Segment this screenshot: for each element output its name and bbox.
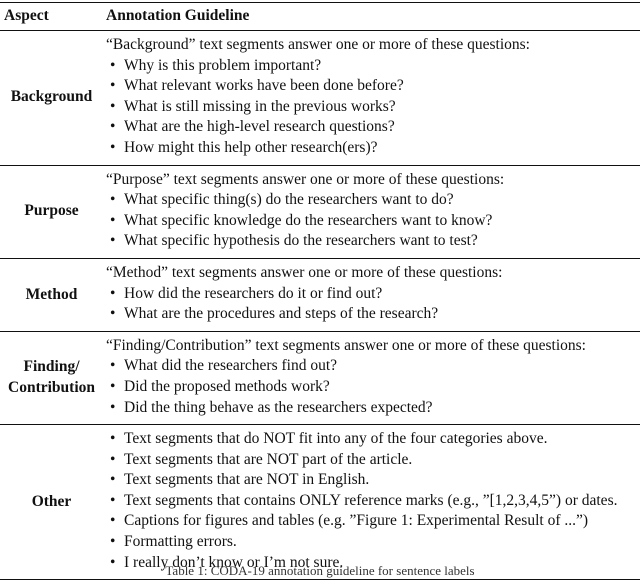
guideline-other: • Text segments that do NOT fit into any … [103, 424, 640, 580]
list-item-text: Text segments that are NOT part of the a… [124, 450, 413, 468]
list-item: • Text segments that do NOT fit into any … [106, 429, 640, 450]
question-list: • What did the researchers find out? • Did… [106, 356, 640, 418]
guideline-method: “Method” text segments answer one or mor… [103, 258, 640, 332]
header-annotation-guideline: Annotation Guideline [103, 2, 640, 31]
list-item-text: Captions for figures and tables (e.g. ”F… [124, 512, 589, 530]
bullet-icon: • [110, 512, 116, 530]
list-item-text: How did the researchers do it or find ou… [124, 284, 383, 302]
guideline-purpose: “Purpose” text segments answer one or mo… [103, 165, 640, 259]
bullet-icon: • [110, 533, 116, 551]
aspect-line: Contribution [8, 378, 95, 396]
list-item: • Formatting errors. [106, 532, 640, 553]
list-item: • I really don’t know or I’m not sure. [106, 553, 640, 574]
question-list: • Why is this problem important? • What re… [106, 56, 640, 159]
table-row-purpose: Purpose “Purpose” text segments answer o… [0, 165, 640, 259]
list-item-text: Did the proposed methods work? [124, 377, 330, 395]
guideline-intro: “Purpose” text segments answer one or mo… [106, 170, 505, 188]
bullet-icon: • [110, 305, 116, 323]
table-row-method: Method “Method” text segments answer one… [0, 258, 640, 332]
list-item: • Text segments that are NOT part of the … [106, 450, 640, 471]
list-item: • Did the proposed methods work? [106, 377, 640, 398]
list-item-text: Text segments that do NOT fit into any o… [124, 430, 548, 448]
table-caption: Table 1: CODA-19 annotation guideline fo… [165, 563, 475, 578]
guideline-finding-contribution: “Finding/Contribution” text segments ans… [103, 331, 640, 426]
list-item-text: Text segments that are NOT in English. [124, 471, 370, 489]
list-item-text: What are the high-level research questio… [124, 118, 395, 136]
list-item: • What are the procedures and steps of th… [106, 304, 640, 325]
list-item: • Captions for figures and tables (e.g. ”… [106, 511, 640, 532]
bullet-icon: • [110, 77, 116, 95]
bullet-icon: • [110, 211, 116, 229]
list-item: • Text segments that are NOT in English. [106, 470, 640, 491]
list-item: • What are the high-level research questi… [106, 117, 640, 138]
bullet-icon: • [110, 471, 116, 489]
list-item-text: What specific hypothesis do the research… [124, 232, 478, 250]
list-item-text: Why is this problem important? [124, 56, 322, 74]
bullet-icon: • [110, 284, 116, 302]
list-item: • What specific thing(s) do the researche… [106, 190, 640, 211]
bullet-icon: • [110, 232, 116, 250]
bullet-icon: • [110, 491, 116, 509]
list-item: • What did the researchers find out? [106, 356, 640, 377]
rule-list: • Text segments that do NOT fit into any … [106, 429, 640, 573]
bullet-icon: • [110, 430, 116, 448]
bullet-icon: • [110, 377, 116, 395]
bullet-icon: • [110, 118, 116, 136]
aspect-purpose: Purpose [0, 165, 103, 259]
list-item-text: What relevant works have been done befor… [124, 77, 404, 95]
list-item: • Did the thing behave as the researchers… [106, 398, 640, 419]
bullet-icon: • [110, 398, 116, 416]
list-item: • What is still missing in the previous w… [106, 97, 640, 118]
table-row-background: Background “Background” text segments an… [0, 30, 640, 166]
aspect-method: Method [0, 258, 103, 332]
guideline-intro: “Finding/Contribution” text segments ans… [106, 336, 586, 354]
list-item-text: What specific thing(s) do the researcher… [124, 191, 454, 209]
list-item-text: How might this help other research(ers)? [124, 138, 378, 156]
bullet-icon: • [110, 553, 116, 571]
list-item-text: What specific knowledge do the researche… [124, 211, 493, 229]
header-aspect: Aspect [0, 2, 103, 31]
aspect-background: Background [0, 30, 103, 166]
aspect-line: Finding/ [23, 358, 80, 376]
list-item: • How might this help other research(ers)… [106, 138, 640, 159]
guideline-background: “Background” text segments answer one or… [103, 30, 640, 166]
aspect-finding-contribution: Finding/ Contribution [0, 331, 103, 426]
list-item-text: Did the thing behave as the researchers … [124, 398, 433, 416]
question-list: • What specific thing(s) do the researche… [106, 190, 640, 252]
list-item: • How did the researchers do it or find o… [106, 284, 640, 305]
table-row-finding-contribution: Finding/ Contribution “Finding/Contribut… [0, 331, 640, 426]
list-item-text: Text segments that contains ONLY referen… [124, 491, 618, 509]
bullet-icon: • [110, 56, 116, 74]
question-list: • How did the researchers do it or find o… [106, 284, 640, 325]
list-item-text: What are the procedures and steps of the… [124, 305, 439, 323]
list-item-text: Formatting errors. [124, 533, 237, 551]
table-header-row: Aspect Annotation Guideline [0, 2, 640, 31]
bullet-icon: • [110, 97, 116, 115]
aspect-other: Other [0, 424, 103, 580]
list-item-text: I really don’t know or I’m not sure. [124, 553, 344, 571]
table-row-other: Other • Text segments that do NOT fit int… [0, 424, 640, 580]
list-item: • Why is this problem important? [106, 56, 640, 77]
bullet-icon: • [110, 357, 116, 375]
list-item: • What specific knowledge do the research… [106, 211, 640, 232]
bullet-icon: • [110, 191, 116, 209]
bullet-icon: • [110, 450, 116, 468]
list-item: • Text segments that contains ONLY refere… [106, 491, 640, 512]
guideline-intro: “Method” text segments answer one or mor… [106, 263, 503, 281]
list-item: • What specific hypothesis do the researc… [106, 231, 640, 252]
bullet-icon: • [110, 138, 116, 156]
guideline-intro: “Background” text segments answer one or… [106, 36, 530, 53]
list-item-text: What did the researchers find out? [124, 357, 338, 375]
list-item-text: What is still missing in the previous wo… [124, 97, 396, 115]
list-item: • What relevant works have been done befo… [106, 76, 640, 97]
